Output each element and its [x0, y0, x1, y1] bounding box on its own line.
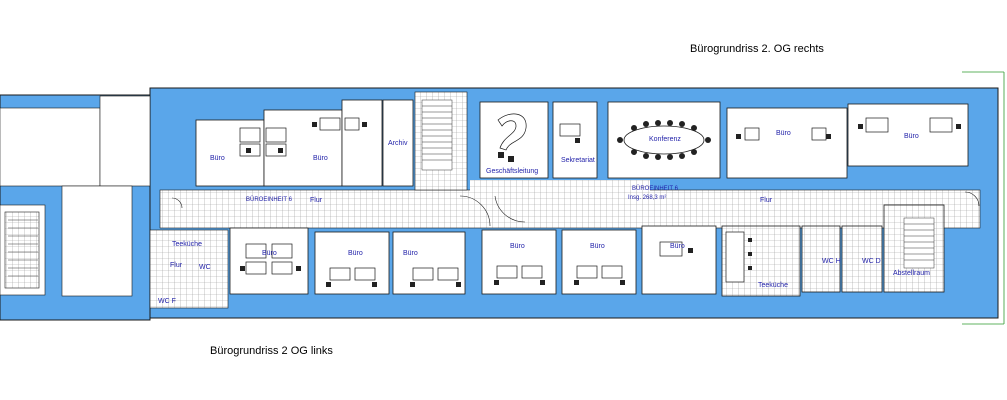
room-label-archiv: Archiv	[388, 140, 408, 147]
room-label-wc-d: WC D	[862, 258, 881, 265]
staircase	[8, 99, 935, 277]
unit-label-right: BÜROEINHEIT 6	[632, 186, 678, 192]
room-label-buero-6: Büro	[348, 250, 363, 257]
room-label-buero-9: Büro	[590, 243, 605, 250]
room-label-wc: WC	[199, 264, 211, 271]
room-label-geschaeftsleitung: Geschäftsleitung	[486, 168, 539, 175]
left-wing	[0, 95, 229, 309]
room-label-teekueche-right: Teeküche	[758, 282, 788, 289]
room-label-sekretariat: Sekretariat	[561, 157, 595, 164]
room-label-buero-5: Büro	[262, 250, 277, 257]
room-label-teekueche: Teeküche	[172, 241, 202, 248]
room-label-buero-4: Büro	[904, 133, 919, 140]
room-label-buero-7: Büro	[403, 250, 418, 257]
room-label-wc-f: WC F	[158, 298, 176, 305]
room-label-buero-8: Büro	[510, 243, 525, 250]
room-label-abstellraum: Abstellraum	[893, 270, 930, 277]
title-right: Bürogrundriss 2. OG rechts	[690, 43, 824, 55]
conference-table	[617, 120, 711, 160]
room-label-wc-h: WC H	[822, 258, 841, 265]
chairs	[240, 122, 961, 287]
corridor-label-left: Flur	[310, 197, 323, 204]
door-swings	[171, 191, 980, 227]
title-left: Bürogrundriss 2 OG links	[210, 345, 333, 357]
room-label-konferenz: Konferenz	[649, 136, 681, 143]
unit-area-label: Insg. 268,3 m²	[628, 195, 667, 201]
room-label-buero-3: Büro	[776, 130, 791, 137]
desks	[239, 117, 953, 283]
unit-label-left: BÜROEINHEIT 6	[246, 197, 292, 203]
room-label-buero-1: Büro	[210, 155, 225, 162]
room-label-flur-left: Flur	[170, 262, 183, 269]
corridor-label-right: Flur	[760, 197, 773, 204]
room-label-buero-2: Büro	[313, 155, 328, 162]
room-label-buero-10: Büro	[670, 243, 685, 250]
corridor	[159, 91, 981, 229]
dimension-lines	[962, 71, 1005, 325]
executive-desk	[497, 113, 527, 151]
